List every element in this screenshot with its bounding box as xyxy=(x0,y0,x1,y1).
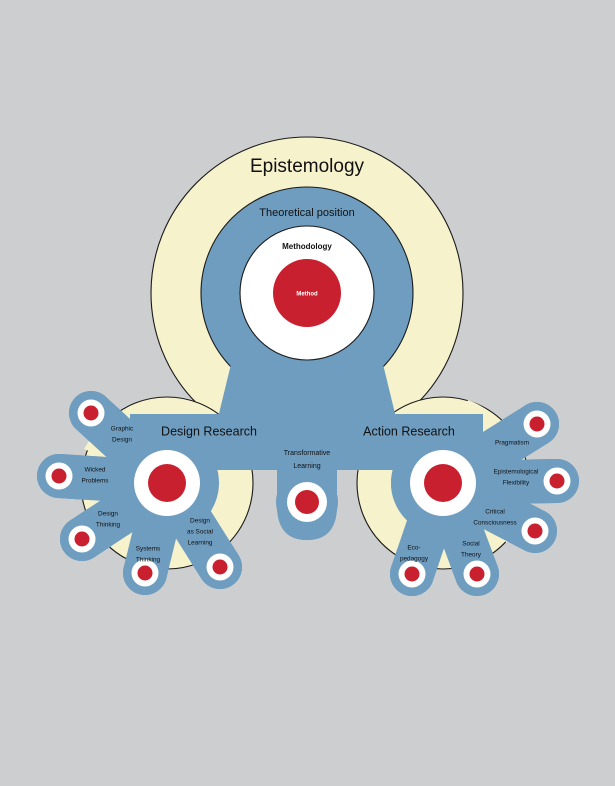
method-circle xyxy=(273,259,341,327)
leaf-node-design-thinking[interactable] xyxy=(60,517,104,561)
methodology-label: Methodology xyxy=(282,242,332,251)
label-social-theory-2: Theory xyxy=(461,552,482,559)
action-research-label: Action Research xyxy=(363,424,455,438)
label-eco-pedagogy-2: pedagogy xyxy=(400,556,429,563)
label-critical-2: Consciousness xyxy=(473,520,516,527)
labels: Epistemology Theoretical position Method… xyxy=(82,156,539,564)
label-pragmatism-1: Pragmatism xyxy=(495,440,529,447)
label-systems-thinking-1: Systems xyxy=(136,546,161,553)
design-research-hub-red xyxy=(148,464,186,502)
label-design-thinking-2: Thinking xyxy=(96,522,121,529)
label-wicked-problems-1: Wicked xyxy=(85,467,106,474)
label-critical-1: Critical xyxy=(485,509,505,516)
label-graphic-design-1: Graphic xyxy=(111,426,134,433)
label-epistemological-2: Flexibility xyxy=(503,480,530,487)
label-design-social-2: as Social xyxy=(187,529,213,536)
leaf-nodes xyxy=(37,391,579,596)
core-target xyxy=(239,225,375,361)
leaf-node-eco-pedagogy[interactable] xyxy=(390,552,434,596)
method-label: Method xyxy=(296,292,318,298)
label-design-social-3: Learning xyxy=(188,540,213,547)
design-research-label: Design Research xyxy=(161,424,257,438)
leaf-node-graphic-design[interactable] xyxy=(69,391,113,435)
label-eco-pedagogy-1: Eco- xyxy=(407,545,420,552)
label-epistemological-1: Epistemological xyxy=(494,469,539,476)
label-design-social-1: Design xyxy=(190,518,210,525)
label-social-theory-1: Social xyxy=(462,541,479,548)
leaf-node-pragmatism[interactable] xyxy=(515,402,559,446)
action-research-hub-red xyxy=(424,464,462,502)
epistemology-label: Epistemology xyxy=(250,156,365,177)
label-graphic-design-2: Design xyxy=(112,437,132,444)
leaf-node-systems-thinking[interactable] xyxy=(123,551,167,595)
label-systems-thinking-2: Thinking xyxy=(136,557,161,564)
label-design-thinking-1: Design xyxy=(98,511,118,518)
hub-targets xyxy=(134,450,476,522)
leaf-node-wicked-problems[interactable] xyxy=(37,454,81,498)
central-stem xyxy=(215,360,399,430)
theoretical-position-label: Theoretical position xyxy=(259,207,354,219)
transformative-learning-red xyxy=(295,490,319,514)
transformative-learning-label-2: Learning xyxy=(293,463,320,470)
label-wicked-problems-2: Problems xyxy=(82,478,109,485)
transformative-learning-label-1: Transformative xyxy=(284,450,331,457)
leaf-node-social-theory[interactable] xyxy=(455,552,499,596)
leaf-node-design-as-social-learning[interactable] xyxy=(198,545,242,589)
leaf-node-critical-consciousness[interactable] xyxy=(513,509,557,553)
leaf-node-epistemological-flexibility[interactable] xyxy=(535,459,579,503)
